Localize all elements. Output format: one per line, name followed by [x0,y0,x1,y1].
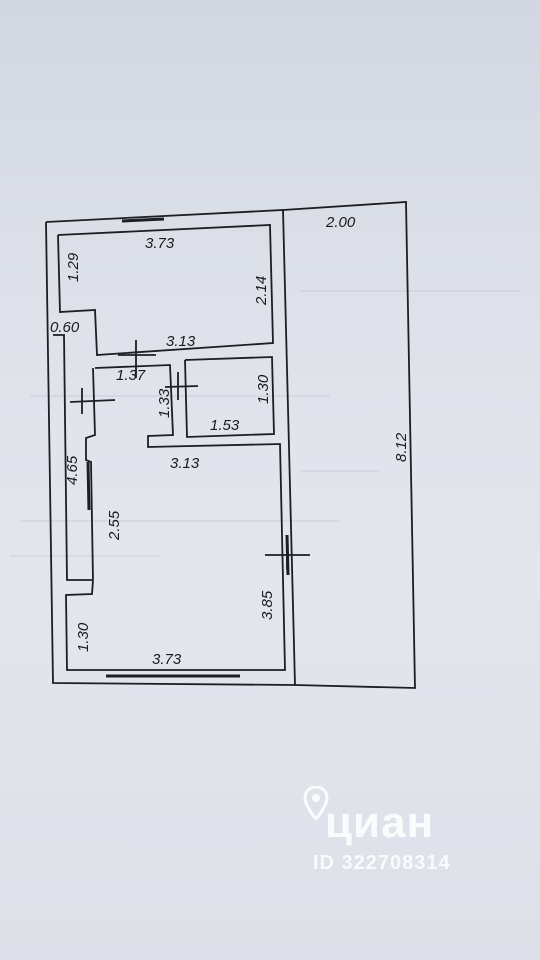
dim-main-room-right-height: 3.85 [259,590,276,620]
dim-main-room-top-width: 3.13 [170,455,200,472]
dim-hall-small-height: 1.33 [156,388,173,418]
watermark-brand: циан [325,798,435,847]
dim-top-room-left-height: 1.29 [65,252,82,282]
bathroom-outline [184,356,275,438]
walls [45,201,416,689]
dim-bottom-left-height: 1.30 [75,622,92,652]
watermark: циан ID 322708314 [275,780,525,890]
dim-bottom-width: 3.73 [152,651,182,668]
hidden-line [64,335,93,368]
main-room-outline [65,364,286,671]
left-strip-wall [53,334,92,581]
dim-bath-width: 1.53 [210,417,240,434]
dim-outdoor-height: 8.12 [393,432,410,462]
dim-bath-height: 1.30 [255,374,272,404]
dim-top-room-bottom-width: 3.13 [166,333,196,350]
faint-text-line [30,395,330,397]
faint-text-line [10,555,160,557]
dim-hall-width: 1.37 [116,367,146,384]
dim-top-room-width: 3.73 [145,235,175,252]
location-pin-icon [303,786,329,820]
dim-main-room-left-height: 2.55 [106,510,123,541]
dim-outdoor-width: 2.00 [325,214,356,231]
dim-wall-thickness: 0.60 [50,319,80,336]
door-mark-bath [164,385,199,388]
faint-text-line [300,470,380,472]
faint-text-line [20,520,340,522]
window-top [121,217,165,223]
top-room-outline [57,224,274,356]
faint-text-line [300,290,520,292]
dim-left-strip-height: 4.65 [64,455,81,485]
dim-top-room-right-height: 2.14 [253,276,270,306]
outdoor-area-outline [282,201,416,689]
door-mark-left [69,399,116,403]
watermark-listing-id: ID 322708314 [313,852,451,874]
window-left [86,461,91,511]
corridor-left-wall [85,367,96,581]
